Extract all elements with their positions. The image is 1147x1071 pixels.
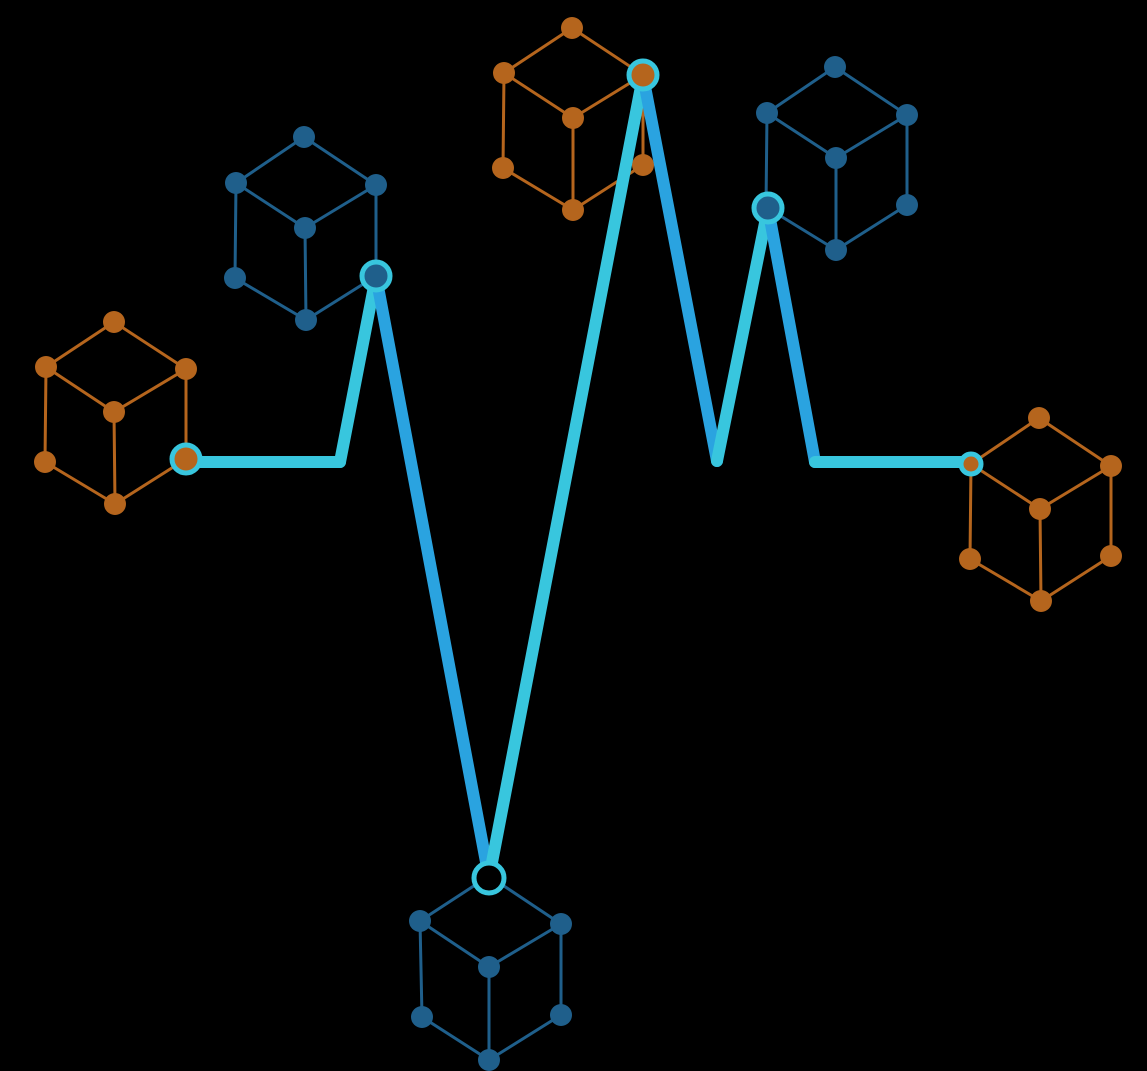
cube-top-center-vertex [562, 107, 584, 129]
cube-left-edge [44, 320, 116, 369]
cube-upper-left-vertex [224, 267, 246, 289]
cube-right-vertex [1029, 498, 1051, 520]
pulse-node-2 [359, 259, 393, 293]
pulse-node-5 [751, 191, 785, 225]
cube-left-edge [44, 365, 116, 414]
cube-upper-right [755, 56, 918, 261]
cube-upper-left-edge [233, 181, 238, 280]
cube-bottom-vertex [411, 1006, 433, 1028]
cube-bottom-edge [418, 919, 424, 1019]
cube-bottom-edge [420, 1015, 491, 1062]
cube-upper-right-edge [833, 65, 909, 117]
pulse-node-1 [169, 442, 203, 476]
cube-upper-right-vertex [825, 239, 847, 261]
cube-right-vertex [1030, 590, 1052, 612]
cube-right-edge [1037, 416, 1113, 468]
cube-left-vertex [103, 401, 125, 423]
cube-upper-right-edge [834, 113, 909, 160]
cube-top-center-vertex [493, 62, 515, 84]
cube-left-vertex [34, 451, 56, 473]
cube-upper-right-edge [764, 111, 769, 209]
cube-right-vertex [959, 548, 981, 570]
cube-top-center-vertex [561, 17, 583, 39]
cube-left-vertex [35, 356, 57, 378]
cube-top-center-vertex [492, 157, 514, 179]
cube-upper-left-edge [234, 181, 307, 230]
cube-right-edge [968, 557, 1043, 603]
cube-left [34, 311, 197, 515]
cube-right-edge [969, 416, 1041, 466]
cube-right-vertex [1100, 545, 1122, 567]
pulse-segment [370, 270, 495, 884]
cube-left-edge [112, 320, 188, 371]
cube-top-center-edge [501, 166, 575, 212]
cube-top-center-edge [501, 71, 506, 170]
cube-left-edge [112, 410, 117, 506]
pulse-segment [334, 270, 382, 468]
cube-upper-left-edge [234, 135, 306, 185]
cube-bottom-vertex [550, 1004, 572, 1026]
cube-upper-right-vertex [825, 147, 847, 169]
cube-upper-right-vertex [896, 104, 918, 126]
pulse-node-3 [471, 860, 507, 896]
cube-right-edge [969, 462, 1042, 511]
cube-upper-left [224, 126, 387, 331]
cube-upper-right-vertex [824, 56, 846, 78]
cube-right [959, 407, 1122, 612]
cube-right-edge [1038, 507, 1043, 603]
cube-upper-right-edge [765, 111, 838, 160]
pulse-node-6 [958, 451, 984, 477]
cube-bottom-vertex [478, 1049, 500, 1071]
cube-upper-left-vertex [225, 172, 247, 194]
cube-top-center-vertex [562, 199, 584, 221]
pulse-segment [762, 202, 821, 468]
cube-left-edge [43, 365, 48, 464]
cube-left-edge [112, 367, 188, 414]
cube-top-center-vertex [632, 154, 654, 176]
cube-bottom-edge [487, 1013, 563, 1062]
cube-upper-left-edge [303, 226, 308, 322]
cube-bottom-edge [418, 919, 491, 969]
cube-left-edge [43, 460, 117, 506]
cube-left-vertex [104, 493, 126, 515]
cube-upper-left-vertex [365, 174, 387, 196]
cube-bottom-edge [487, 922, 563, 969]
cube-upper-right-vertex [756, 102, 778, 124]
cube-upper-left-vertex [294, 217, 316, 239]
cube-upper-right-edge [765, 65, 837, 115]
cube-upper-left-edge [303, 183, 378, 230]
cube-bottom-vertex [550, 913, 572, 935]
cube-bottom-vertex [409, 910, 431, 932]
pulse-segment [637, 70, 723, 467]
cube-right-edge [1039, 554, 1113, 603]
cube-right-edge [968, 462, 973, 561]
cube-right-vertex [1100, 455, 1122, 477]
cube-bottom [409, 865, 572, 1071]
cube-top-center-edge [571, 163, 645, 212]
pulse-segment [483, 70, 649, 884]
pulse-line [169, 58, 984, 896]
cube-left-vertex [103, 311, 125, 333]
cube-upper-left-vertex [293, 126, 315, 148]
cube-upper-right-vertex [896, 194, 918, 216]
cube-right-vertex [1028, 407, 1050, 429]
cube-upper-left-edge [233, 276, 308, 322]
cube-upper-left-edge [302, 135, 378, 187]
cube-upper-left-vertex [295, 309, 317, 331]
cube-bottom-vertex [478, 956, 500, 978]
cube-left-vertex [175, 358, 197, 380]
cube-top-center-edge [502, 71, 575, 120]
pulse-segment [711, 202, 774, 467]
pulse-node-4 [626, 58, 660, 92]
cube-right-edge [1038, 464, 1113, 511]
cube-top-center-edge [502, 26, 574, 75]
cube-upper-right-edge [834, 203, 909, 252]
